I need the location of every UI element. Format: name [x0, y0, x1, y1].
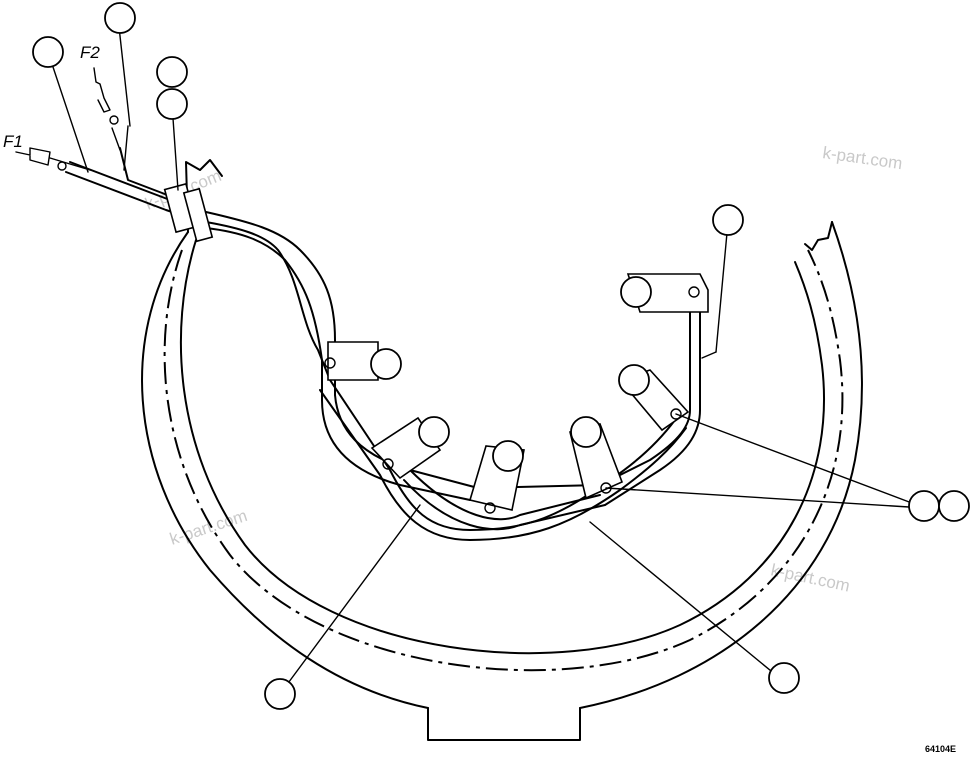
callout-1	[32, 36, 64, 68]
callout-4	[156, 88, 188, 120]
callout-9	[418, 416, 450, 448]
callout-10	[492, 440, 524, 472]
frame-clip-top	[163, 182, 214, 243]
reference-code: 64104E	[925, 744, 956, 754]
watermark-1: k-part.com	[821, 143, 903, 173]
callout-14	[264, 678, 296, 710]
housing-frame	[141, 159, 863, 741]
f2-connector	[93, 67, 111, 113]
bottom-mount	[427, 707, 581, 741]
callout-5	[712, 204, 744, 236]
callout-13	[938, 490, 970, 522]
label-f1: F1	[3, 132, 23, 151]
pipe-run-c	[403, 299, 701, 531]
pipe-run-b	[119, 147, 621, 541]
inner-solid-ring	[179, 239, 826, 655]
f2-pipe-end	[111, 127, 121, 151]
outer-arc-right	[579, 221, 863, 709]
callout-15	[768, 662, 800, 694]
f1-connector	[15, 147, 51, 166]
callout-8	[618, 364, 650, 396]
callout-bubbles	[32, 2, 970, 710]
callout-3	[156, 56, 188, 88]
outer-arc	[141, 231, 429, 709]
callout-11	[570, 416, 602, 448]
frame-break-right	[804, 221, 833, 251]
leader-lines	[47, 17, 926, 695]
label-f2: F2	[80, 43, 100, 62]
f2-nut	[109, 115, 119, 125]
callout-6	[620, 276, 652, 308]
callout-2	[104, 2, 136, 34]
watermark-3: k-part.com	[167, 506, 249, 549]
fitting-f1	[15, 147, 91, 171]
callout-7	[370, 348, 402, 380]
fitting-f2	[93, 67, 121, 151]
inner-dashed-ring	[163, 249, 844, 672]
callout-12	[908, 490, 940, 522]
f1-nut	[57, 161, 67, 171]
